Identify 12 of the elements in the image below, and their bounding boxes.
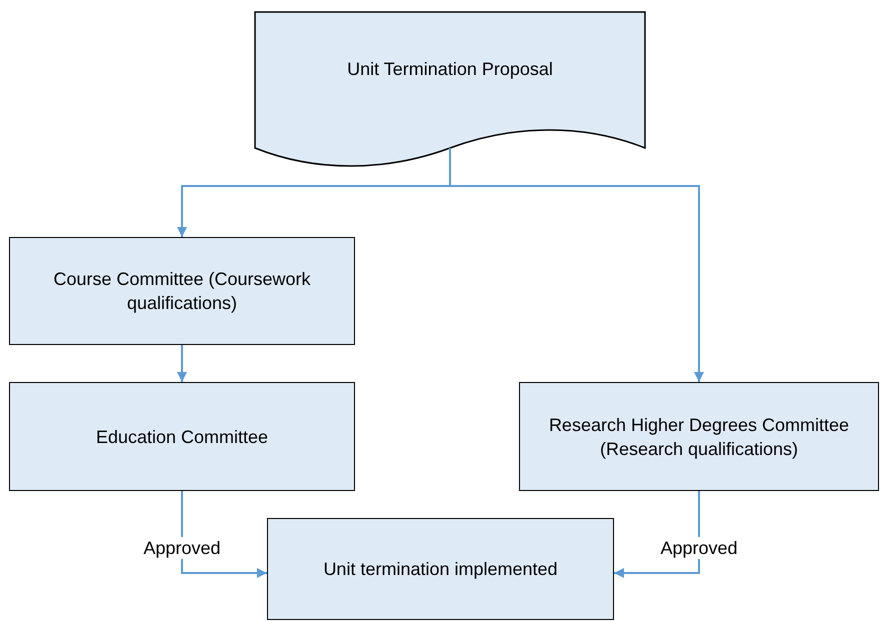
process-box [267,518,614,620]
process-box [9,237,355,345]
arrow [181,491,267,578]
node-text: Course Committee (Coursework qualifications) [52,268,312,315]
arrow [614,491,700,578]
node-text: Unit Termination Proposal [347,58,553,81]
node-text: Education Committee [96,426,268,448]
node-text: Research Higher Degrees Committee (Research qualifications) [548,414,850,460]
arrow [177,345,187,382]
node-text: Unit termination implemented [323,558,558,581]
process-box [9,382,355,491]
process-box [519,382,879,491]
